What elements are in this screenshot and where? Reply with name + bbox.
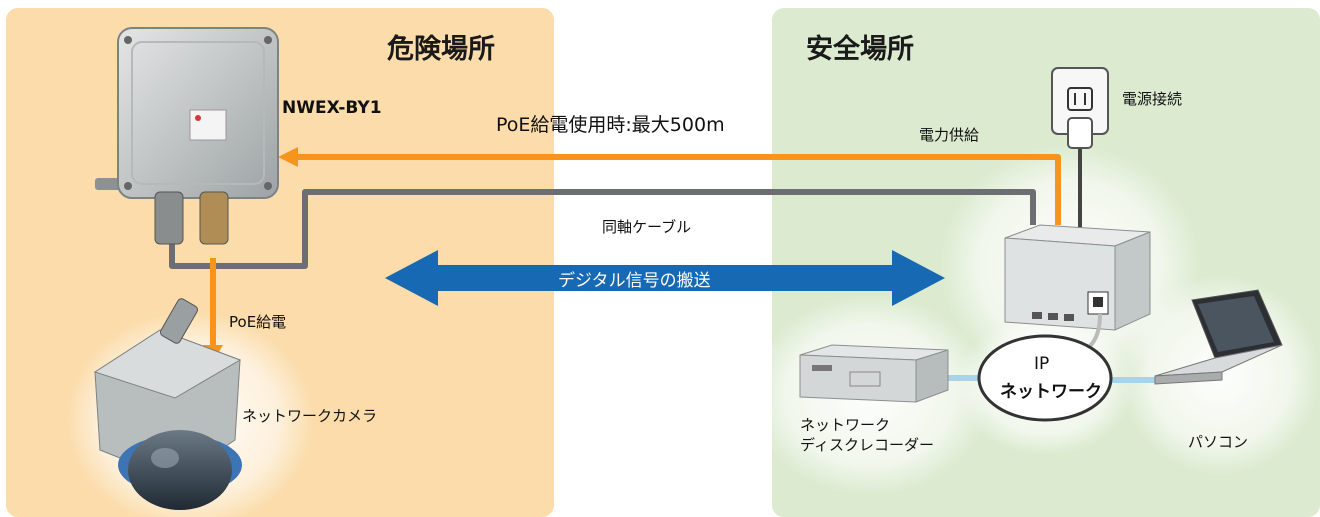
media-converter-image <box>1004 224 1151 331</box>
safe-area-title: 安全場所 <box>806 34 914 65</box>
converter-model-label: NWEX-BY1 <box>282 98 382 118</box>
camera-label: ネットワークカメラ <box>242 407 378 425</box>
digital-signal-arrow <box>385 250 945 306</box>
pc-label: パソコン <box>1188 433 1249 451</box>
poe-distance-label: PoE給電使用時:最大500m <box>496 114 725 136</box>
laptop-image <box>1154 289 1283 385</box>
network-camera-image <box>93 298 242 510</box>
ip-network-line1: IP <box>1034 354 1050 374</box>
disk-recorder-image <box>799 344 949 403</box>
digital-signal-label: デジタル信号の搬送 <box>558 271 711 291</box>
hazardous-area-title: 危険場所 <box>387 34 495 65</box>
poe-feed-label: PoE給電 <box>229 313 287 331</box>
ip-network-line2: ネットワーク <box>1000 382 1102 402</box>
disk-recorder-label: ネットワーク ディスクレコーダー <box>800 416 934 454</box>
coax-cable-line <box>169 189 1036 269</box>
power-supply-label: 電力供給 <box>919 126 980 144</box>
poe-power-line <box>295 154 1061 225</box>
power-outlet-image <box>1051 67 1109 149</box>
power-outlet-label: 電源接続 <box>1122 90 1183 108</box>
ip-network-bubble <box>977 334 1113 422</box>
nwex-by1-device-image <box>95 27 279 245</box>
coax-cable-label: 同軸ケーブル <box>602 218 692 236</box>
poe-arrowhead <box>278 147 298 167</box>
